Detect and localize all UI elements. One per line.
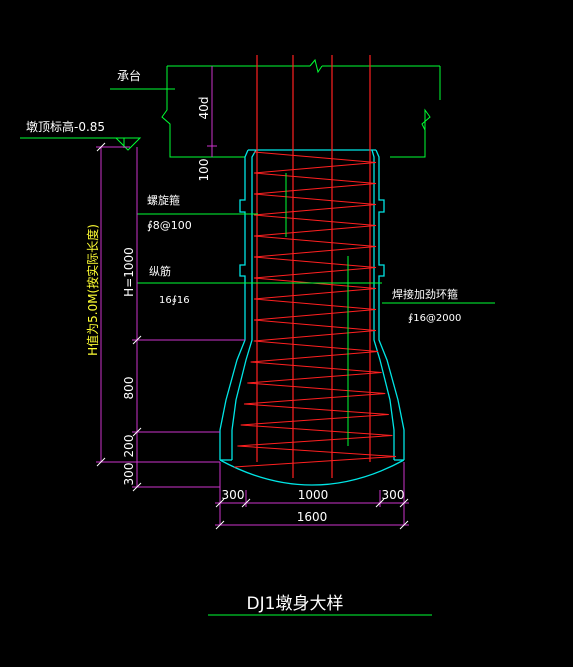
dim-h: H=1000 [122, 247, 136, 297]
cap-right-edge [390, 108, 431, 158]
pier-left-wall [219, 149, 249, 460]
cap-left-edge [161, 66, 245, 158]
ring-spec: ∮16@2000 [408, 313, 461, 324]
dim-40d: 40d [197, 97, 211, 120]
pier-top-elevation-label: 墩顶标高-0.85 [26, 119, 105, 134]
h-value-note: H值为5.0M(按实际长度) [85, 224, 100, 356]
dim-bottom-300-right: 300 [382, 488, 405, 502]
dim-bottom-300-left: 300 [222, 488, 245, 502]
leader-lines [20, 137, 495, 446]
pier-right-wall-inner [371, 149, 395, 460]
spiral-label: 螺旋箍 [147, 193, 180, 207]
dim-100: 100 [197, 159, 211, 182]
dim-800: 800 [122, 377, 136, 400]
pier-left-wall-inner [231, 149, 257, 460]
ring-label: 焊接加劲环箍 [392, 287, 458, 301]
long-bar-spec: 16∮16 [159, 295, 190, 306]
pier-right-wall [375, 149, 405, 460]
cap-break-symbol [309, 58, 323, 74]
cap-label: 承台 [117, 68, 141, 83]
dim-bottom-1000: 1000 [298, 488, 329, 502]
pile-cap-outline [110, 58, 441, 158]
spiral-zigzag [234, 151, 397, 468]
dim-bottom-1600: 1600 [297, 510, 328, 524]
pier-bottom-arc [219, 459, 405, 486]
dimension-ticks [96, 142, 409, 530]
elevation-triangle [114, 137, 142, 151]
dim-300: 300 [122, 463, 136, 486]
drawing-title: DJ1墩身大样 [247, 594, 344, 614]
spiral-spec: ∮8@100 [147, 219, 192, 232]
dimension-lines [96, 66, 409, 526]
spiral-stirrup [234, 151, 397, 468]
long-bar-label: 纵筋 [149, 264, 171, 278]
drawing-labels: 承台 墩顶标高-0.85 螺旋箍 ∮8@100 纵筋 16∮16 焊接加劲环箍 … [26, 68, 461, 614]
dim-200: 200 [122, 435, 136, 458]
pier-body-outline [219, 149, 405, 486]
